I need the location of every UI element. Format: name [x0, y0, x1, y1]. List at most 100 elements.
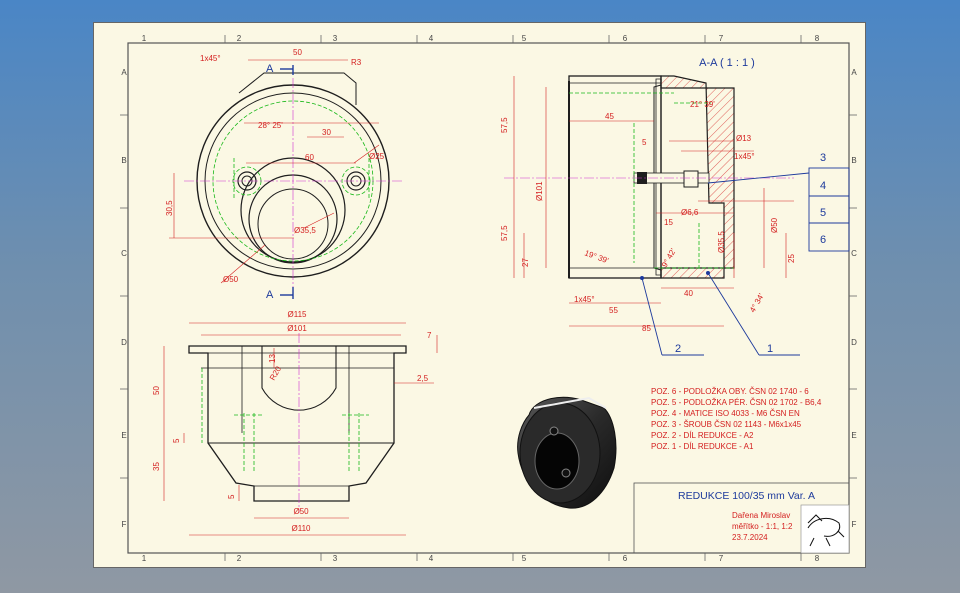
iso-view	[517, 396, 617, 509]
col-label: 3	[333, 34, 338, 43]
col-label: 1	[142, 554, 147, 563]
parts-list-item: POZ. 2 - DÍL REDUKCE - A2	[651, 431, 754, 440]
dim-angle-4: 4° 34'	[748, 292, 766, 314]
front-view: Ø115 Ø101 7 13 R20 2,5 50 5 35 5 Ø50 Ø11…	[152, 310, 438, 536]
col-label: 1	[142, 34, 147, 43]
title-block: REDUKCE 100/35 mm Var. A Dařena Miroslav…	[633, 482, 850, 554]
dim-30-5: 30,5	[165, 200, 174, 216]
row-label: E	[851, 431, 856, 440]
dim-dia25: Ø25	[369, 152, 385, 161]
dim-dia50: Ø50	[223, 275, 239, 284]
grid-ticks	[120, 35, 857, 561]
dim-55: 55	[609, 306, 618, 315]
parts-list-item: POZ. 4 - MATICE ISO 4033 - M6 ČSN EN	[651, 409, 800, 418]
row-label: E	[121, 431, 126, 440]
dim-angle: 28° 25'	[258, 121, 283, 130]
col-label: 4	[429, 34, 434, 43]
dim-35: 35	[152, 462, 161, 471]
drawing-title: REDUKCE 100/35 mm Var. A	[678, 490, 815, 502]
row-label: C	[121, 249, 127, 258]
dim-25: 25	[787, 254, 796, 263]
row-label: F	[852, 520, 857, 529]
dim-5b: 5	[227, 494, 236, 499]
row-label: D	[851, 338, 857, 347]
col-label: 6	[623, 34, 628, 43]
grid-labels: 1 2 3 4 5 6 7 8 1 2 3 4 5 6 7 8 A B C D …	[121, 34, 857, 563]
row-label: C	[851, 249, 857, 258]
dim-dia50: Ø50	[770, 217, 779, 233]
dim-30: 30	[322, 128, 331, 137]
parts-list-item: POZ. 3 - ŠROUB ČSN 02 1143 - M6x1x45	[651, 420, 802, 429]
top-view: A A 1x45° 50 R3 28° 25' 30 60 Ø25 30,5 Ø…	[165, 48, 404, 301]
dim-5: 5	[642, 138, 647, 147]
col-label: 5	[522, 554, 527, 563]
balloon: 5	[820, 207, 826, 219]
dim-dia110: Ø110	[292, 524, 312, 533]
col-label: 8	[815, 34, 820, 43]
dim-40: 40	[684, 289, 693, 298]
dim-angle-9: 9° 42'	[660, 247, 678, 269]
col-label: 8	[815, 554, 820, 563]
balloon: 3	[820, 152, 826, 164]
balloon: 1	[767, 343, 773, 355]
parts-list-item: POZ. 5 - PODLOŽKA PÉR. ČSN 02 1702 - B6,…	[651, 398, 822, 407]
col-label: 6	[623, 554, 628, 563]
dim-dia101: Ø101	[535, 181, 544, 201]
section-cut-label: A	[266, 63, 274, 75]
dim-2-5: 2,5	[417, 374, 429, 383]
parts-list-item: POZ. 1 - DÍL REDUKCE - A1	[651, 442, 754, 451]
dim-13: 13	[268, 354, 277, 363]
balloon: 2	[675, 343, 681, 355]
col-label: 4	[429, 554, 434, 563]
parts-list-item: POZ. 6 - PODLOŽKA OBY. ČSN 02 1740 - 6	[651, 387, 809, 396]
row-label: F	[122, 520, 127, 529]
dim-r3: R3	[351, 58, 362, 67]
col-label: 2	[237, 554, 242, 563]
col-label: 3	[333, 554, 338, 563]
frame	[127, 42, 850, 554]
dim-dia115: Ø115	[288, 310, 308, 319]
dim-50: 50	[293, 48, 302, 57]
logo-icon	[807, 514, 845, 547]
col-label: 7	[719, 554, 724, 563]
dim-57-5-bottom: 57,5	[500, 225, 509, 241]
dim-15: 15	[664, 218, 673, 227]
date: 23.7.2024	[732, 533, 768, 542]
dim-chamfer-2: 1x45°	[574, 295, 595, 304]
row-label: B	[851, 156, 856, 165]
drawing-canvas: 1 2 3 4 5 6 7 8 1 2 3 4 5 6 7 8 A B C D …	[120, 34, 857, 563]
parts-list: POZ. 6 - PODLOŽKA OBY. ČSN 02 1740 - 6 P…	[651, 387, 822, 451]
dim-50: 50	[152, 386, 161, 395]
dim-dia6-6: Ø6,6	[681, 208, 699, 217]
dim-r20: R20	[268, 364, 283, 382]
row-label: A	[121, 68, 127, 77]
dim-chamfer: 1x45°	[200, 54, 221, 63]
section-view: A-A ( 1 : 1 )	[500, 57, 850, 356]
dim-angle-21: 21° 39'	[690, 100, 715, 109]
dim-85: 85	[642, 324, 651, 333]
dim-5: 5	[172, 438, 181, 443]
dim-27: 27	[521, 258, 530, 267]
dim-dia101: Ø101	[287, 324, 307, 333]
dim-60: 60	[305, 153, 314, 162]
dim-dia50: Ø50	[293, 507, 309, 516]
balloon: 4	[820, 180, 826, 192]
dim-7: 7	[427, 331, 432, 340]
dim-dia13: Ø13	[736, 134, 752, 143]
col-label: 2	[237, 34, 242, 43]
row-label: D	[121, 338, 127, 347]
section-cut-label: A	[266, 289, 274, 301]
scale: měřítko - 1:1, 1:2	[732, 522, 793, 531]
dim-dia35-5: Ø35,5	[294, 226, 316, 235]
dim-dia35-5: Ø35,5	[717, 231, 726, 253]
dim-chamfer: 1x45°	[734, 152, 755, 161]
col-label: 5	[522, 34, 527, 43]
author: Dařena Miroslav	[732, 511, 790, 520]
row-label: A	[851, 68, 857, 77]
row-label: B	[121, 156, 126, 165]
dim-angle-19: 19° 39'	[583, 248, 610, 265]
balloon: 6	[820, 234, 826, 246]
drawing-sheet: 1 2 3 4 5 6 7 8 1 2 3 4 5 6 7 8 A B C D …	[93, 22, 866, 568]
dim-57-5-top: 57,5	[500, 117, 509, 133]
section-title: A-A ( 1 : 1 )	[699, 57, 755, 69]
